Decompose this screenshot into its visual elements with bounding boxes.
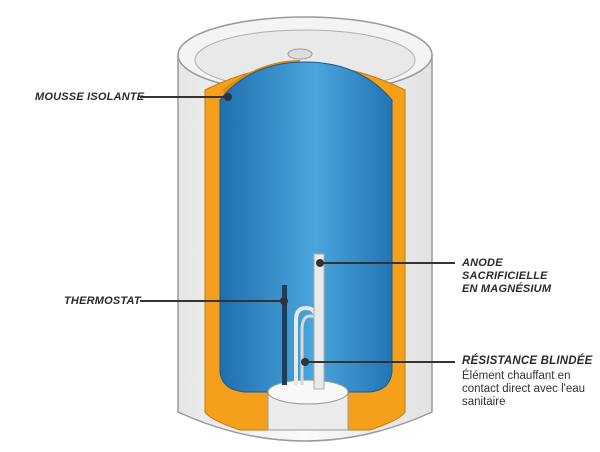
heating-element — [267, 253, 349, 431]
description-line: Élément chauffant en — [462, 370, 571, 382]
water-tank — [219, 48, 393, 393]
callout-lines — [140, 96, 455, 363]
label-anode-line: EN MAGNÉSIUM — [462, 283, 552, 295]
resistance-description: Élément chauffant en contact direct avec… — [462, 370, 585, 409]
label-thermostat: THERMOSTAT — [64, 295, 141, 307]
label-anode-line: SACRIFICIELLE — [462, 270, 548, 282]
description-line: contact direct avec l'eau — [462, 383, 586, 395]
label-insulation: MOUSSE ISOLANTE — [35, 91, 145, 103]
callout-dots — [224, 93, 324, 366]
label-anode: ANODE SACRIFICIELLE EN MAGNÉSIUM — [462, 257, 551, 296]
label-resistance: RÉSISTANCE BLINDÉE — [462, 355, 593, 367]
description-line: sanitaire — [462, 396, 506, 408]
label-anode-line: ANODE — [462, 257, 503, 269]
